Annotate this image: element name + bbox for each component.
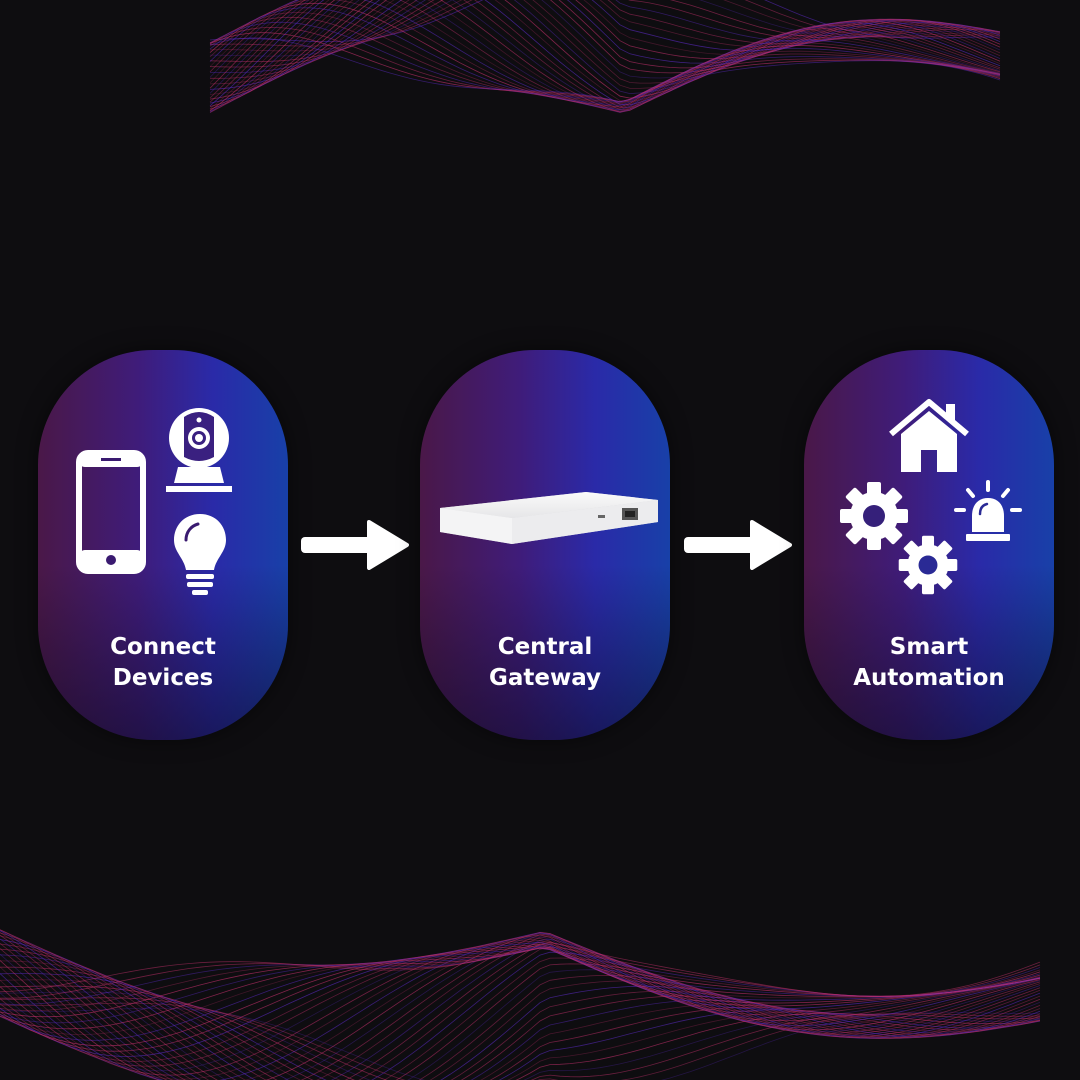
house-icon: [888, 398, 970, 474]
wave-line: [0, 948, 1040, 1023]
step-card-central-gateway: Central Gateway: [420, 350, 670, 740]
label-line-1: Smart: [804, 632, 1054, 663]
step-label: Central Gateway: [420, 632, 670, 694]
wave-line: [0, 933, 1040, 1080]
wave-line: [0, 932, 1040, 1080]
wave-line: [0, 974, 1040, 1080]
gear-icon: [897, 534, 959, 596]
arrow-right-icon: [299, 520, 409, 570]
step-card-connect-devices: Connect Devices: [38, 350, 288, 740]
label-line-1: Central: [420, 632, 670, 663]
arrow-right-icon: [682, 520, 792, 570]
security-camera-icon: [164, 405, 234, 495]
step-label: Smart Automation: [804, 632, 1054, 694]
label-line-2: Gateway: [420, 663, 670, 694]
alarm-siren-icon: [954, 480, 1022, 544]
wave-line: [0, 1008, 1040, 1080]
wave-line: [210, 38, 1000, 102]
smartphone-icon: [76, 450, 146, 574]
wave-line: [0, 933, 1040, 1080]
label-line-1: Connect: [38, 632, 288, 663]
wave-line: [0, 948, 1040, 1017]
label-line-2: Automation: [804, 663, 1054, 694]
gateway-hub-device: [436, 488, 660, 550]
light-bulb-icon: [172, 512, 228, 598]
wave-line: [0, 932, 1040, 1080]
wave-line: [210, 33, 1000, 102]
label-line-2: Devices: [38, 663, 288, 694]
wave-line: [0, 947, 1040, 1041]
wave-line: [0, 932, 1040, 1080]
step-card-smart-automation: Smart Automation: [804, 350, 1054, 740]
step-label: Connect Devices: [38, 632, 288, 694]
